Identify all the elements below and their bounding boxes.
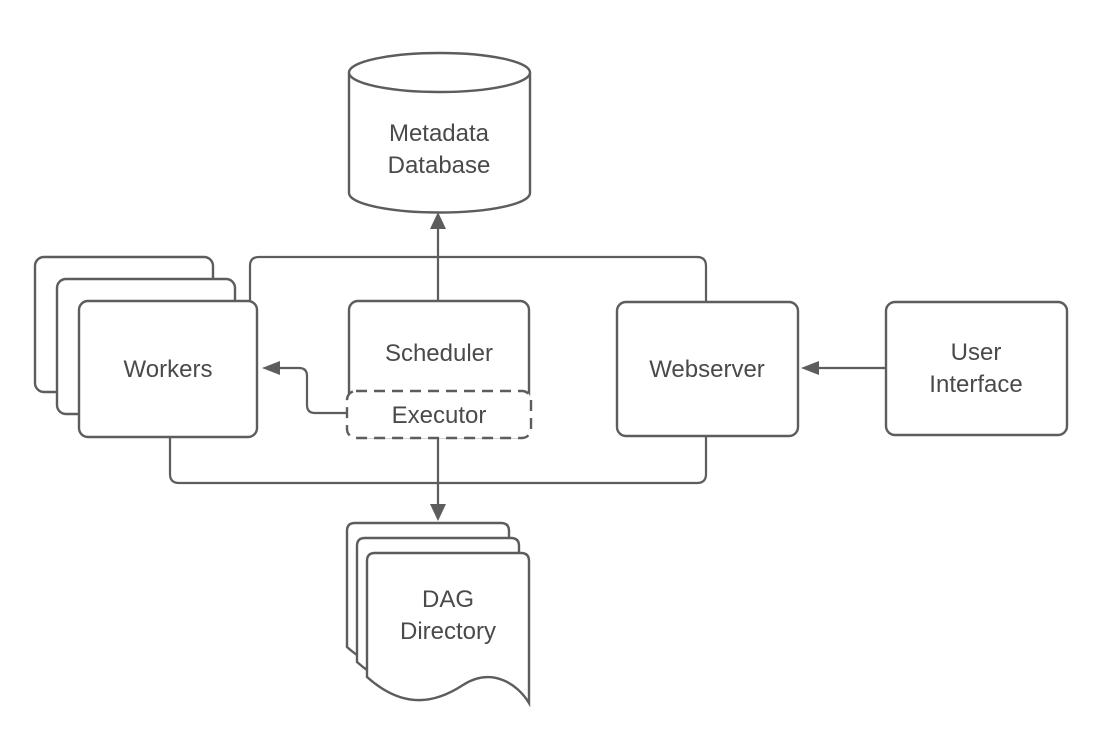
webserver-box bbox=[615, 300, 800, 438]
webserver-label: Webserver bbox=[649, 356, 765, 383]
executor-to-dag-arrowhead bbox=[430, 504, 446, 521]
ui-to-webserver-arrowhead bbox=[801, 361, 819, 375]
user-interface-node: User Interface bbox=[884, 300, 1069, 437]
scheduler-to-database-arrowhead bbox=[430, 212, 446, 229]
metadata-database-label-line1: Metadata bbox=[389, 120, 490, 147]
database-cylinder-body bbox=[347, 72, 532, 214]
executor-label: Executor bbox=[392, 402, 487, 429]
user-interface-box bbox=[884, 300, 1069, 437]
executor-to-workers-arrowhead bbox=[262, 361, 280, 375]
executor-node: Executor bbox=[345, 389, 533, 440]
database-cylinder-top bbox=[347, 51, 532, 94]
dag-directory-label-line1: DAG bbox=[422, 586, 474, 613]
user-interface-label-line1: User bbox=[951, 339, 1002, 366]
executor-box bbox=[345, 389, 533, 440]
executor-to-workers-line bbox=[280, 366, 349, 415]
dag-directory-label-line2: Directory bbox=[400, 618, 496, 645]
user-interface-label-line2: Interface bbox=[929, 371, 1022, 398]
metadata-database-label-line2: Database bbox=[388, 152, 491, 179]
dag-directory-node: DAG Directory bbox=[345, 521, 531, 708]
scheduler-label: Scheduler bbox=[385, 340, 493, 367]
metadata-database-node: Metadata Database bbox=[347, 51, 532, 214]
workers-label: Workers bbox=[124, 356, 213, 383]
webserver-node: Webserver bbox=[615, 300, 800, 438]
dag-doc-front bbox=[365, 551, 531, 708]
workers-stack-front bbox=[77, 299, 259, 439]
workers-node: Workers bbox=[33, 255, 259, 439]
